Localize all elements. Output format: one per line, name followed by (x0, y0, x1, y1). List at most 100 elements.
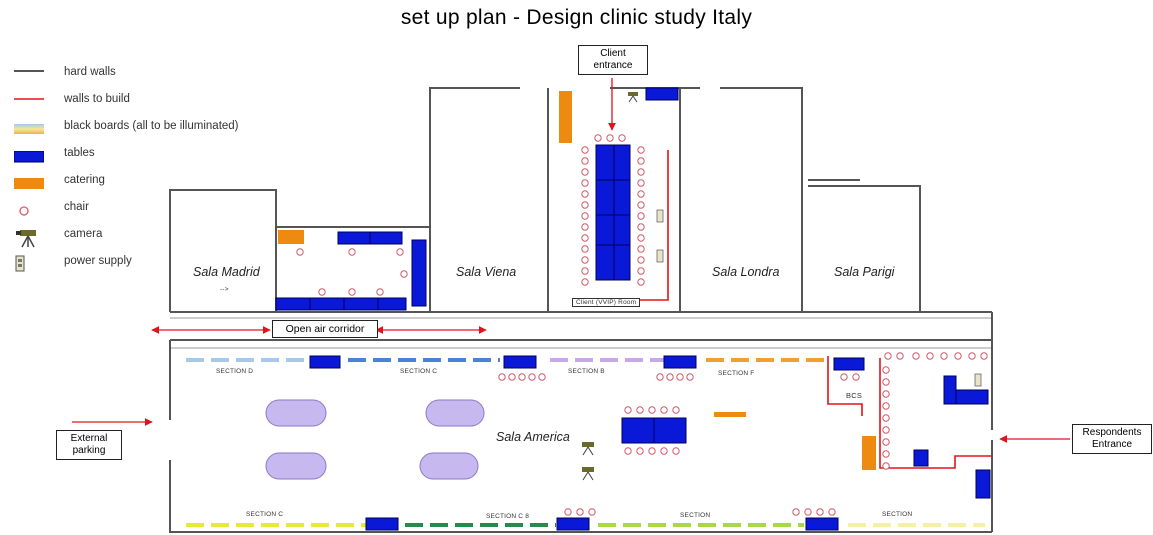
wall-to-build-line-icon (14, 98, 44, 100)
legend-label: tables (64, 147, 95, 159)
chair (882, 426, 890, 434)
camera-icon (16, 230, 36, 248)
chair (882, 390, 890, 398)
chair (828, 508, 836, 516)
chair (348, 248, 356, 256)
chair (348, 288, 356, 296)
hard-wall-line-icon (14, 70, 44, 72)
chair (637, 168, 645, 176)
chair (882, 450, 890, 458)
chair (581, 201, 589, 209)
chair (940, 352, 948, 360)
chair (852, 373, 860, 381)
chair (581, 168, 589, 176)
chair (686, 373, 694, 381)
section-bottom-label: SECTION (680, 512, 711, 519)
cameras (582, 92, 638, 481)
chair (538, 373, 546, 381)
power-supplies (656, 209, 982, 387)
room-name-parigi: Sala Parigi (834, 265, 895, 279)
chair (882, 402, 890, 410)
chair (508, 373, 516, 381)
chair (656, 373, 664, 381)
section-c-label: SECTION C (400, 368, 438, 375)
arrows (72, 78, 1070, 443)
chair (884, 352, 892, 360)
chair (637, 256, 645, 264)
section-b-label: SECTION B (568, 368, 605, 375)
bcs-label: BCS (846, 391, 863, 400)
external-parking-label: External parking (56, 430, 122, 460)
tables (275, 87, 991, 531)
chair (804, 508, 812, 516)
chair (581, 179, 589, 187)
parked-cars (265, 399, 485, 480)
section-c2-bottom-label: SECTION C 8 (486, 513, 530, 520)
chairs (296, 134, 988, 516)
chair (882, 438, 890, 446)
chair (676, 373, 684, 381)
chair (840, 373, 848, 381)
corridor-ruler (170, 317, 992, 349)
chair (637, 278, 645, 286)
chair (637, 157, 645, 165)
chair (564, 508, 572, 516)
legend-label: walls to build (64, 93, 130, 105)
chair (318, 288, 326, 296)
chair (498, 373, 506, 381)
legend-label: black boards (all to be illuminated) (64, 120, 239, 132)
legend-label: hard walls (64, 66, 116, 78)
chair (672, 406, 680, 414)
chair (581, 256, 589, 264)
chair (954, 352, 962, 360)
chair (637, 223, 645, 231)
section-d-label: SECTION D (216, 368, 254, 375)
open-air-corridor-label: Open air corridor (272, 320, 378, 338)
chair (581, 267, 589, 275)
chair (636, 406, 644, 414)
room-name-america: Sala America (496, 430, 570, 444)
chair (637, 146, 645, 154)
chair (912, 352, 920, 360)
chair (588, 508, 596, 516)
chair (400, 270, 408, 278)
chair (396, 248, 404, 256)
table-swatch-icon (14, 151, 44, 163)
chair (672, 447, 680, 455)
chair (528, 373, 536, 381)
chair (376, 288, 384, 296)
blackboard-swatch-icon (14, 124, 44, 134)
chair (816, 508, 824, 516)
legend-label: chair (64, 201, 89, 213)
chair (581, 278, 589, 286)
chair (576, 508, 584, 516)
chair (594, 134, 602, 142)
page-title: set up plan - Design clinic study Italy (400, 6, 753, 29)
chair (926, 352, 934, 360)
hard-walls (169, 87, 993, 533)
room-name-londra: Sala Londra (712, 265, 780, 279)
client-entrance-label: Client entrance (578, 45, 648, 75)
chair (882, 414, 890, 422)
section-f-label: SECTION F (718, 370, 755, 377)
chair-circle-icon (19, 206, 29, 216)
room-madrid-arrow: --> (220, 286, 229, 293)
chair (637, 245, 645, 253)
chair (581, 212, 589, 220)
chair (296, 248, 304, 256)
chair (637, 234, 645, 242)
chair (660, 406, 668, 414)
chair (581, 190, 589, 198)
chair (581, 234, 589, 242)
chair (882, 366, 890, 374)
legend-label: camera (64, 228, 103, 240)
blackboards (186, 358, 985, 527)
client-room-label: Client (VVIP) Room (572, 298, 641, 307)
chair (581, 146, 589, 154)
legend-label: power supply (64, 255, 132, 267)
chair (792, 508, 800, 516)
section-c-bottom-label: SECTION C (246, 511, 284, 518)
chair (637, 212, 645, 220)
catering-swatch-icon (14, 178, 44, 189)
